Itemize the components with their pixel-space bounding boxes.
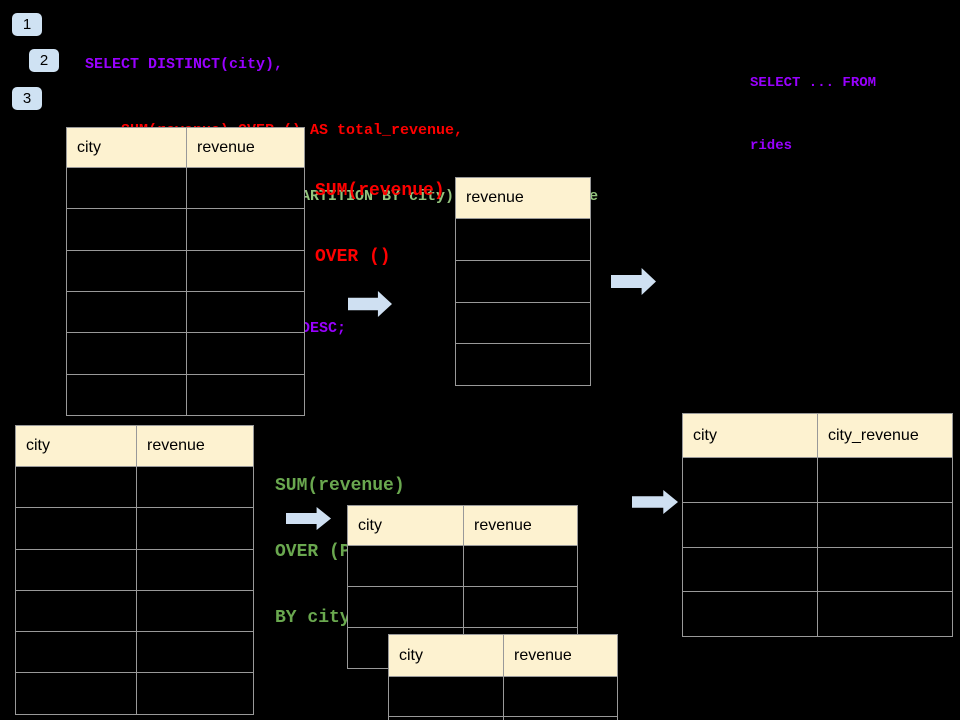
table-cell-empty <box>818 502 953 548</box>
column-header-city: city <box>389 635 504 677</box>
column-header-city: city <box>348 506 464 546</box>
table-cell-empty <box>16 673 137 715</box>
table-cell-empty <box>16 508 137 550</box>
table-cell-empty <box>348 546 464 587</box>
column-header-revenue: revenue <box>504 635 618 677</box>
table-cell-empty <box>67 168 187 210</box>
annotation-total-line-2: OVER () <box>315 247 391 267</box>
table-cell-empty <box>16 632 137 674</box>
table-cell-empty <box>389 677 504 717</box>
table-cell-empty <box>683 547 818 593</box>
annotation-total-line-1: SUM(revenue) <box>315 181 445 201</box>
column-header-revenue: revenue <box>456 178 591 219</box>
annotation-partition-line-1: SUM(revenue) <box>275 476 405 496</box>
table-cell-empty <box>137 590 254 633</box>
table-cell-empty <box>818 592 953 637</box>
table-cell-empty <box>818 547 953 593</box>
table-cell-empty <box>187 250 305 292</box>
table-cell-empty <box>683 592 818 637</box>
step-badge-3: 3 <box>12 87 42 110</box>
side-query-line-2: rides <box>750 138 793 154</box>
table-cell-empty <box>137 673 254 715</box>
table-cell-empty <box>16 549 137 591</box>
column-header-city: city <box>67 128 187 168</box>
table-cell-empty <box>67 374 187 416</box>
table-cell-empty <box>456 344 591 386</box>
table-cell-empty <box>683 502 818 548</box>
table-cell-empty <box>504 677 618 717</box>
arrow-total-to-result-icon <box>611 268 656 295</box>
table-cell-empty <box>137 549 254 591</box>
table-cell-empty <box>67 250 187 292</box>
column-header-city: city <box>16 426 137 467</box>
table-cell-empty <box>389 717 504 720</box>
table-cell-empty <box>187 209 305 251</box>
table-cell-empty <box>348 587 464 628</box>
table-cell-empty <box>683 458 818 503</box>
column-header-revenue: revenue <box>464 506 578 546</box>
column-header-revenue: revenue <box>137 426 254 467</box>
table-cell-empty <box>137 632 254 674</box>
table-cell-empty <box>137 467 254 509</box>
sql-line-select: SELECT DISTINCT(city), <box>85 56 284 73</box>
table-cell-empty <box>187 168 305 210</box>
table-cell-empty <box>67 209 187 251</box>
table-cell-empty <box>456 302 591 345</box>
table-cell-empty <box>187 333 305 375</box>
table-cell-empty <box>137 508 254 550</box>
table-cell-empty <box>67 291 187 334</box>
table-cell-empty <box>456 260 591 303</box>
step-badge-2: 2 <box>29 49 59 72</box>
table-cell-empty <box>464 587 578 628</box>
side-query-line-1: SELECT ... FROM <box>750 75 877 91</box>
table-cell-empty <box>187 291 305 334</box>
table-cell-empty <box>67 333 187 375</box>
column-header-city_revenue: city_revenue <box>818 414 953 458</box>
arrow-partition-to-result-icon <box>632 490 678 514</box>
step-badge-1: 1 <box>12 13 42 36</box>
table-cell-empty <box>504 717 618 720</box>
annotation-total-revenue: SUM(revenue) OVER () <box>315 136 445 312</box>
table-cell-empty <box>464 546 578 587</box>
column-header-city: city <box>683 414 818 458</box>
side-query-block: SELECT ... FROM rides <box>750 31 876 199</box>
table-cell-empty <box>187 374 305 416</box>
table-cell-empty <box>16 467 137 509</box>
table-cell-empty <box>456 219 591 261</box>
table-cell-empty <box>818 458 953 503</box>
column-header-revenue: revenue <box>187 128 305 168</box>
table-cell-empty <box>16 590 137 633</box>
table-total-revenue-result: revenue <box>455 177 591 386</box>
